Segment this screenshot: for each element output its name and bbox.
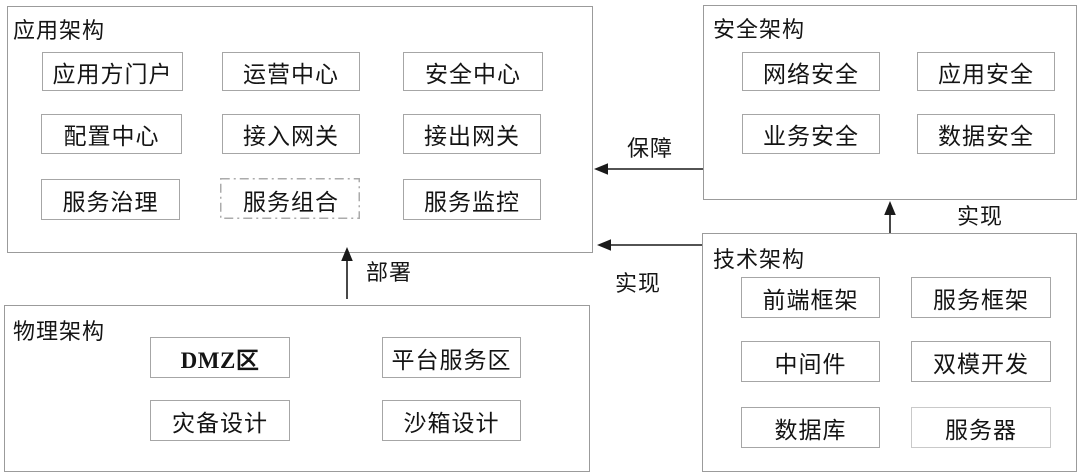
- node-frontend-framework: 前端框架: [741, 277, 880, 318]
- node-service-monitoring: 服务监控: [403, 179, 541, 220]
- edge-guarantee-arrow: [594, 163, 703, 175]
- node-service-framework: 服务框架: [911, 277, 1051, 318]
- node-security-center: 安全中心: [403, 52, 543, 91]
- node-business-security: 业务安全: [742, 114, 880, 154]
- group-title-physical-architecture: 物理架构: [13, 319, 106, 344]
- node-database: 数据库: [741, 407, 880, 448]
- edge-realize-application-arrow: [597, 239, 702, 251]
- node-server: 服务器: [911, 407, 1051, 448]
- node-platform-service-zone: 平台服务区: [382, 337, 521, 378]
- edge-deploy-arrow: [341, 247, 353, 299]
- group-application-architecture: 应用架构 应用方门户 运营中心 安全中心 配置中心 接入网关 接出网关 服务治理…: [7, 6, 593, 253]
- node-dmz-zone: DMZ区: [150, 337, 290, 378]
- group-technology-architecture: 技术架构 前端框架 服务框架 中间件 双模开发 数据库 服务器: [702, 233, 1077, 472]
- group-title-security-architecture: 安全架构: [713, 17, 806, 42]
- group-physical-architecture: 物理架构 DMZ区 平台服务区 灾备设计 沙箱设计: [4, 305, 590, 472]
- node-bimodal-development: 双模开发: [911, 341, 1051, 382]
- edge-label-realize-application: 实现: [615, 271, 662, 296]
- edge-label-deploy: 部署: [366, 260, 413, 285]
- node-data-security: 数据安全: [917, 114, 1055, 154]
- edge-label-realize-security: 实现: [957, 204, 1004, 229]
- node-network-security: 网络安全: [742, 52, 880, 91]
- node-disaster-recovery-design: 灾备设计: [150, 400, 290, 441]
- node-middleware: 中间件: [741, 341, 880, 382]
- edge-label-guarantee: 保障: [627, 136, 674, 161]
- node-sandbox-design: 沙箱设计: [382, 400, 521, 441]
- group-title-application-architecture: 应用架构: [13, 18, 106, 43]
- node-inbound-gateway: 接入网关: [222, 114, 360, 154]
- node-config-center: 配置中心: [41, 114, 182, 154]
- node-operations-center: 运营中心: [222, 52, 360, 91]
- node-app-portal: 应用方门户: [42, 52, 183, 91]
- group-security-architecture: 安全架构 网络安全 应用安全 业务安全 数据安全: [703, 5, 1077, 200]
- edge-realize-security-arrow: [884, 201, 896, 233]
- node-application-security: 应用安全: [917, 52, 1055, 91]
- node-outbound-gateway: 接出网关: [403, 114, 541, 154]
- node-service-governance: 服务治理: [41, 179, 180, 220]
- group-title-technology-architecture: 技术架构: [713, 247, 806, 272]
- node-service-composition: 服务组合: [221, 179, 361, 220]
